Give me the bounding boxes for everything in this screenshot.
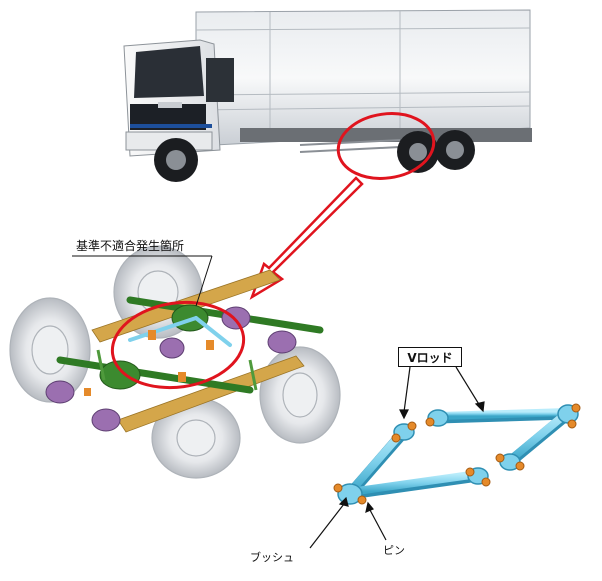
- truck-cargo-box: [195, 9, 531, 147]
- v-rod-label: Vロッド: [407, 350, 453, 365]
- truck-highlight-ring: [336, 112, 436, 180]
- v-rod-arm-front: [344, 426, 484, 500]
- chassis-v-rod: [128, 316, 232, 347]
- chassis-assembly: [9, 245, 341, 479]
- v-rod-arm-rear: [432, 408, 574, 468]
- pin-apex: [333, 483, 343, 493]
- bush-label: ブッシュ: [250, 551, 294, 564]
- truck: [123, 9, 532, 182]
- chassis-highlight-ring: [110, 300, 246, 390]
- chassis-brackets: [84, 330, 214, 396]
- truck-side-guard: [299, 139, 401, 153]
- truck-side-window: [206, 58, 234, 102]
- pin-label: ピン: [383, 544, 405, 557]
- truck-logo-badge: [158, 102, 182, 108]
- v-rod-callout-leaders: [309, 366, 485, 549]
- v-rod-pins: [333, 403, 581, 505]
- air-springs: [45, 306, 297, 432]
- truck-cab-stripe: [130, 124, 212, 128]
- defect-callout-leader: [72, 255, 213, 307]
- truck-wheels: [154, 130, 475, 182]
- bushing-apex: [337, 483, 363, 505]
- cargo-box-ribs: [195, 11, 531, 140]
- differential-housing: [99, 360, 141, 390]
- truck-windshield: [134, 46, 204, 98]
- v-rod-detail: [333, 403, 581, 505]
- shock-absorbers: [96, 349, 258, 391]
- defect-location-label: 基準不適合発生箇所: [76, 239, 185, 253]
- pointer-arrow: [249, 176, 364, 300]
- v-rod-label-box: Vロッド: [398, 347, 462, 367]
